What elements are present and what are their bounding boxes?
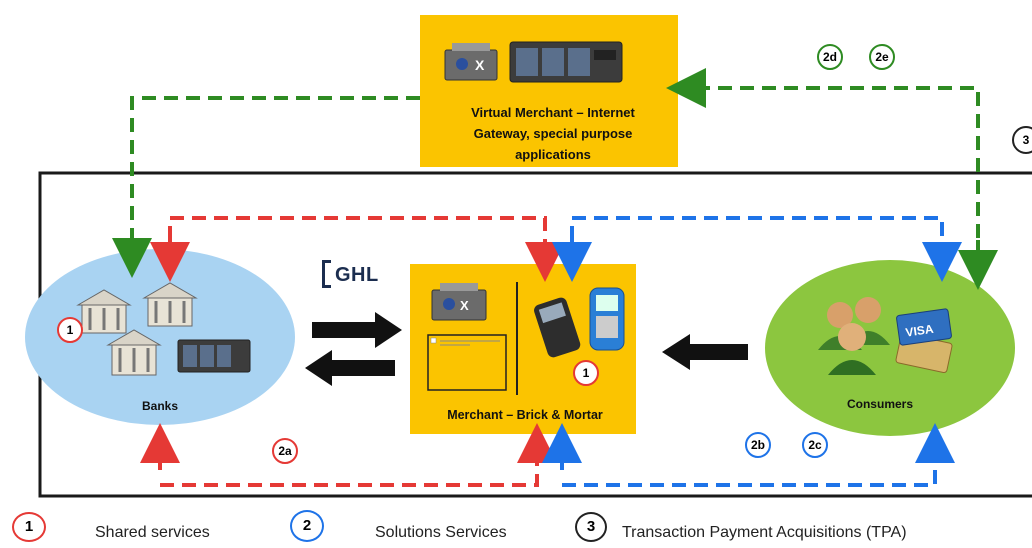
green-flow-right-return bbox=[666, 68, 980, 260]
card-terminal-device-icon: X bbox=[444, 43, 498, 81]
blue-flow-top bbox=[570, 216, 962, 282]
red-flow-bottom bbox=[160, 423, 557, 487]
arrow-merchant-to-banks bbox=[305, 350, 395, 386]
badge-tpa: 3 bbox=[1012, 126, 1032, 154]
handheld-payment-device-icon bbox=[589, 287, 625, 351]
badge-merchant-shared: 1 bbox=[573, 360, 599, 386]
merchant-app-window-icon bbox=[427, 334, 507, 391]
banks-label: Banks bbox=[141, 399, 179, 413]
legend-tpa: Transaction Payment Acquisitions (TPA) bbox=[622, 524, 907, 541]
blue-flow-bottom bbox=[562, 423, 955, 487]
badge-2c: 2c bbox=[802, 432, 828, 458]
bank-building-icon bbox=[76, 282, 198, 376]
app-window-icon-mark bbox=[430, 337, 437, 344]
legend-badge-1: 1 bbox=[12, 512, 46, 542]
consumers-label: Consumers bbox=[846, 397, 914, 411]
credit-cards-icon: VISA bbox=[895, 308, 953, 374]
ghl-logo: GHL bbox=[335, 264, 379, 286]
badge-2a: 2a bbox=[272, 438, 298, 464]
merchant-label: Merchant – Brick & Mortar bbox=[447, 408, 603, 422]
legend-badge-3: 3 bbox=[575, 512, 607, 542]
badge-banks-shared: 1 bbox=[57, 317, 83, 343]
ghl-logo-bracket bbox=[322, 260, 331, 288]
badge-2e: 2e bbox=[869, 44, 895, 70]
green-flow-left bbox=[112, 96, 420, 278]
bank-server-icon bbox=[177, 339, 251, 373]
arrow-consumers-to-merchant bbox=[662, 334, 748, 370]
virtual-merchant-box bbox=[420, 15, 678, 167]
server-rack-icon bbox=[509, 41, 623, 83]
banks-ellipse bbox=[25, 249, 295, 425]
arrow-banks-to-merchant bbox=[312, 312, 402, 348]
badge-2d: 2d bbox=[817, 44, 843, 70]
virtual-merchant-line3: applications bbox=[515, 147, 591, 162]
merchant-terminal-device-icon: X bbox=[431, 283, 487, 321]
card-brand-text: VISA bbox=[905, 322, 935, 340]
people-group-icon bbox=[818, 297, 890, 375]
legend-shared-services: Shared services bbox=[95, 524, 210, 541]
svg-text:X: X bbox=[460, 298, 469, 313]
badge-2b: 2b bbox=[745, 432, 771, 458]
red-flow-top bbox=[168, 216, 565, 282]
virtual-merchant-line1: Virtual Merchant – Internet bbox=[471, 105, 635, 120]
virtual-merchant-label: Virtual Merchant – Internet Gateway, spe… bbox=[428, 102, 678, 165]
svg-text:X: X bbox=[475, 57, 485, 73]
virtual-merchant-line2: Gateway, special purpose bbox=[473, 126, 633, 141]
legend-solutions-services: Solutions Services bbox=[375, 524, 507, 541]
legend-badge-2: 2 bbox=[290, 510, 324, 542]
consumers-ellipse bbox=[765, 260, 1015, 436]
pos-terminal-icon bbox=[534, 297, 581, 358]
